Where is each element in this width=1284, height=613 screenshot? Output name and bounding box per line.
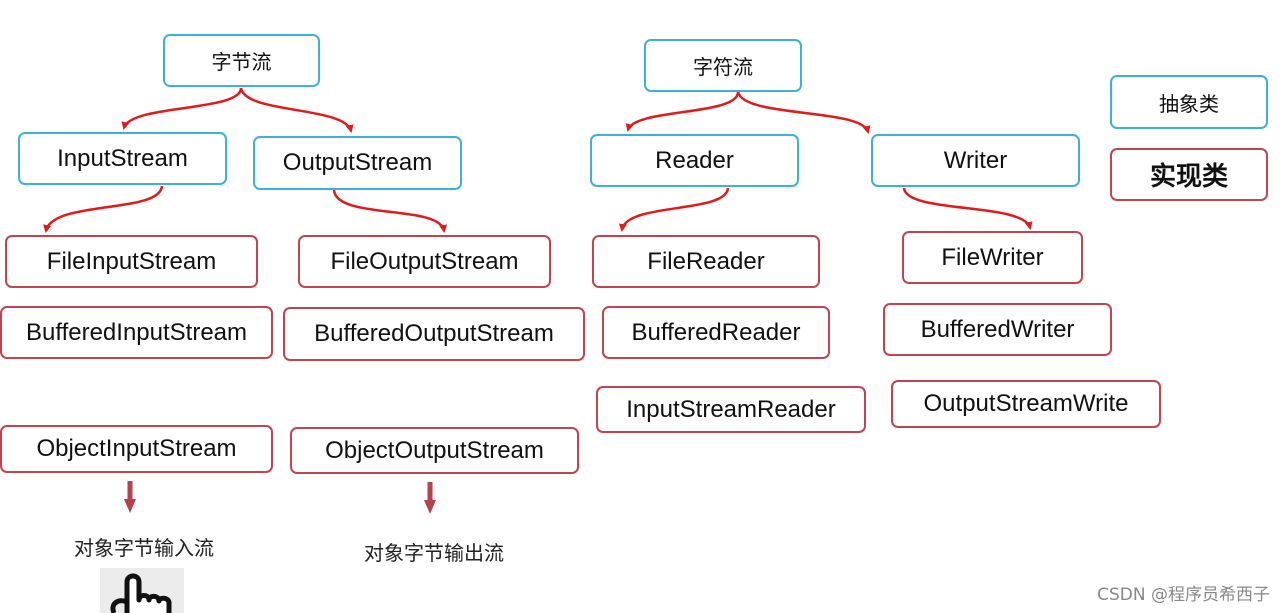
arrow-chars-to-reader — [625, 91, 740, 132]
objectoutputstream-box: ObjectOutputStream — [290, 427, 579, 474]
fileoutputstream-box: FileOutputStream — [298, 235, 551, 288]
outputstreamwrite-box: OutputStreamWrite — [891, 380, 1161, 428]
arrow-bytes-to-inputstream — [121, 87, 243, 130]
bufferedreader-box: BufferedReader — [602, 306, 830, 359]
hand-pointer-icon — [100, 568, 184, 613]
object-input-caption: 对象字节输入流 — [74, 536, 214, 560]
bufferedwriter-box: BufferedWriter — [883, 303, 1112, 356]
writer-box: Writer — [871, 134, 1080, 187]
arrow-writer-to-filewriter — [902, 187, 1033, 230]
arrow-outputstream-to-fileoutputstream — [332, 189, 448, 233]
outputstream-box: OutputStream — [253, 136, 462, 190]
inputstream-box: InputStream — [18, 132, 227, 185]
watermark-text: CSDN @程序员希西子 — [1097, 585, 1270, 605]
reader-box: Reader — [590, 134, 799, 187]
legend-abstract-box: 抽象类 — [1110, 75, 1268, 129]
byte-stream-box: 字节流 — [163, 34, 320, 87]
arrow-inputstream-to-fileinputstream — [43, 185, 164, 233]
bufferedoutputstream-box: BufferedOutputStream — [283, 307, 585, 361]
bufferedinputstream-box: BufferedInputStream — [0, 306, 273, 359]
arrow-reader-to-filereader — [618, 187, 730, 232]
fileinputstream-box: FileInputStream — [5, 235, 258, 288]
objectinputstream-box: ObjectInputStream — [0, 425, 273, 473]
legend-concrete-box: 实现类 — [1110, 148, 1268, 201]
filewriter-box: FileWriter — [902, 231, 1083, 284]
filereader-box: FileReader — [592, 235, 820, 288]
arrow-bytes-to-outputstream — [239, 87, 354, 133]
object-output-caption: 对象字节输出流 — [364, 541, 504, 565]
inputstreamreader-box: InputStreamReader — [596, 386, 866, 433]
char-stream-box: 字符流 — [644, 39, 802, 92]
arrow-chars-to-writer — [736, 91, 871, 134]
